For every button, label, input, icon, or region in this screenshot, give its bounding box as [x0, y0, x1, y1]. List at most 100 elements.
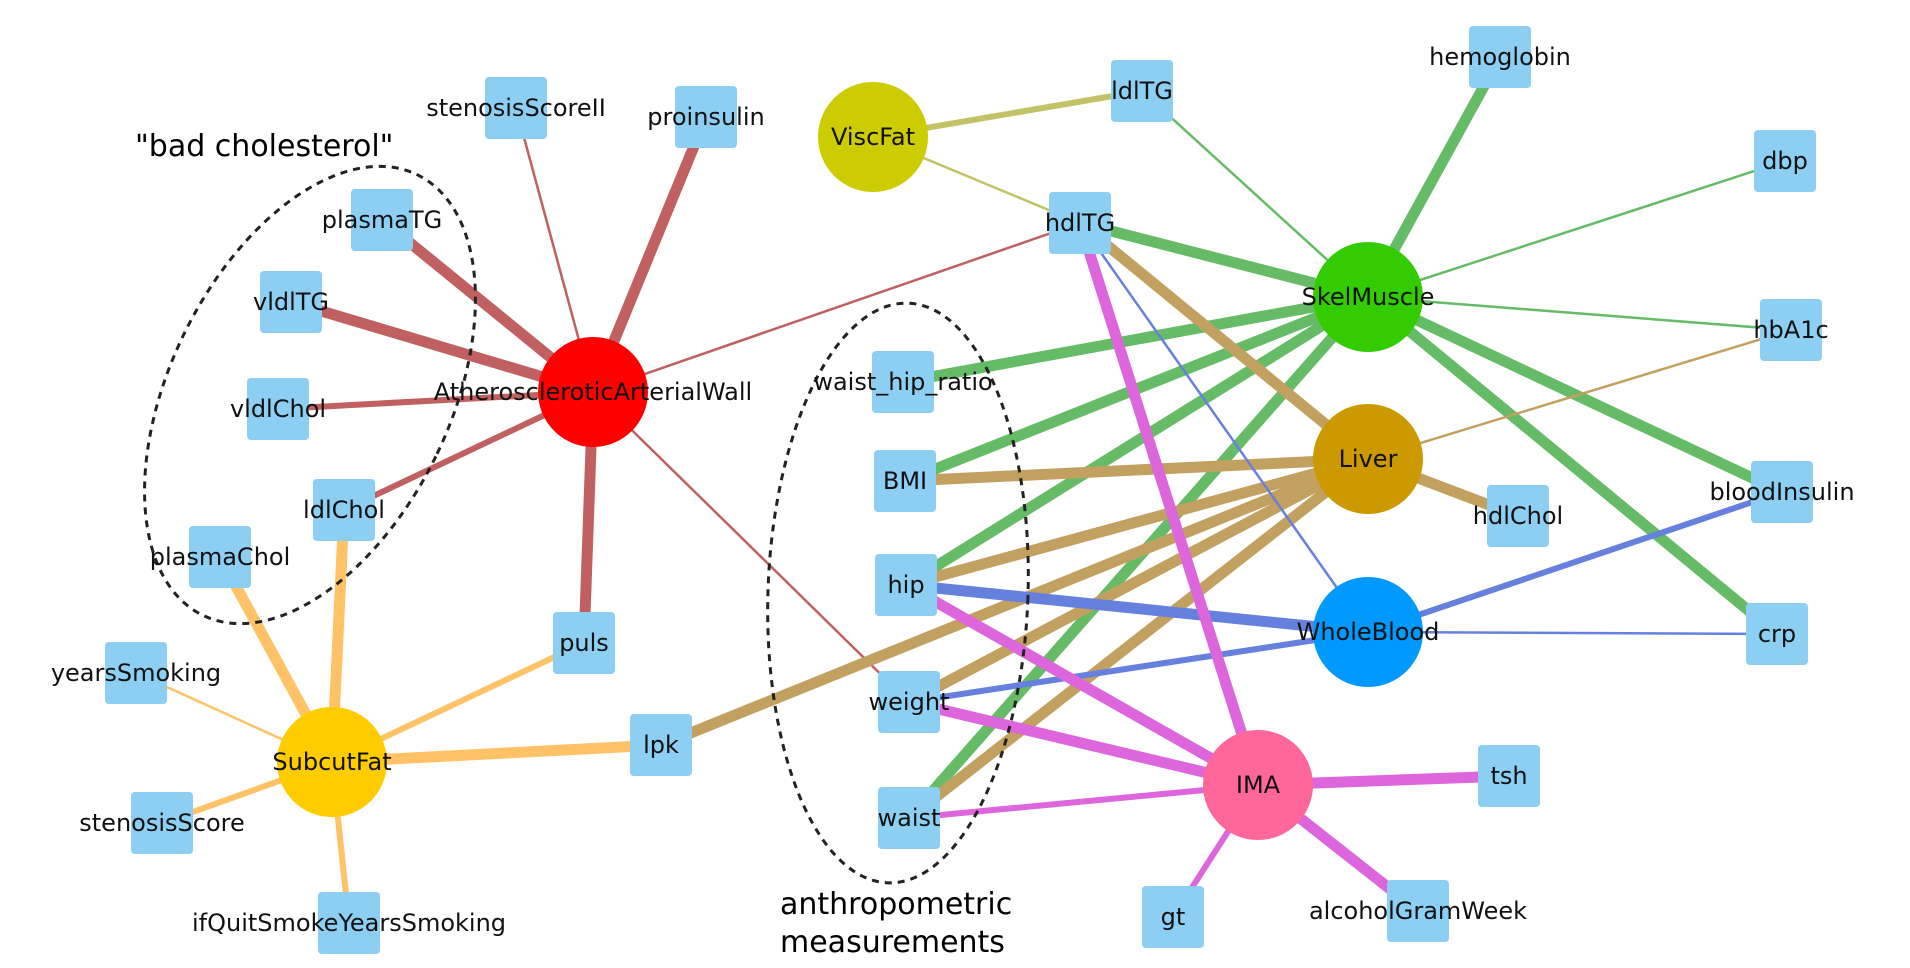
node-proinsulin[interactable]: proinsulin [647, 86, 765, 148]
node-ldl-tg[interactable]: ldlTG [1111, 60, 1173, 122]
tissue-circle[interactable] [1203, 730, 1313, 840]
measurement-box[interactable] [1469, 26, 1531, 88]
measurement-box[interactable] [247, 378, 309, 440]
measurement-box[interactable] [1746, 603, 1808, 665]
edge-liver-bmi [904, 453, 1369, 487]
measurement-box[interactable] [872, 351, 934, 413]
edge-whole-blood-crp [1367, 630, 1778, 636]
measurement-box[interactable] [630, 714, 692, 776]
measurement-box[interactable] [878, 671, 940, 733]
node-hdl-tg[interactable]: hdlTG [1045, 192, 1115, 254]
node-blood-insulin[interactable]: bloodInsulin [1709, 461, 1855, 523]
measurement-box[interactable] [260, 271, 322, 333]
edge-ima-hdl-tg [1074, 221, 1264, 787]
measurement-box[interactable] [131, 792, 193, 854]
measurement-box[interactable] [874, 450, 936, 512]
node-label: weight [869, 688, 950, 716]
measurement-box[interactable] [1487, 485, 1549, 547]
node-label: hdlChol [1473, 502, 1563, 530]
tissue-circle[interactable] [277, 707, 387, 817]
node-hdl-chol[interactable]: hdlChol [1473, 485, 1563, 547]
node-whole-blood[interactable]: WholeBlood [1297, 577, 1440, 687]
measurement-box[interactable] [1478, 745, 1540, 807]
node-label: tsh [1490, 762, 1527, 790]
measurement-box[interactable] [189, 526, 251, 588]
edge-skel-muscle-hip [903, 292, 1371, 590]
edge-ima-weight [907, 696, 1260, 791]
node-subcut-fat[interactable]: SubcutFat [272, 707, 392, 817]
measurement-box[interactable] [313, 479, 375, 541]
node-visc-fat[interactable]: ViscFat [818, 82, 928, 192]
node-weight[interactable]: weight [869, 671, 950, 733]
node-label: waist [878, 804, 941, 832]
node-stenosis-score[interactable]: stenosisScore [79, 792, 245, 854]
node-atherosclerotic-arterial-wall[interactable]: AtheroscleroticArterialWall [434, 337, 752, 447]
node-vldl-chol[interactable]: vldlChol [230, 378, 326, 440]
edge-atherosclerotic-arterial-wall-weight [592, 391, 910, 703]
measurement-box[interactable] [878, 787, 940, 849]
measurement-box[interactable] [1751, 461, 1813, 523]
node-label: ldlChol [303, 496, 385, 524]
edge-whole-blood-hip [905, 579, 1369, 638]
measurement-box[interactable] [1111, 60, 1173, 122]
node-gt[interactable]: gt [1142, 886, 1204, 948]
measurement-box[interactable] [875, 554, 937, 616]
tissue-circle[interactable] [1313, 242, 1423, 352]
measurement-box[interactable] [1142, 886, 1204, 948]
node-label: vldlChol [230, 395, 326, 423]
node-label: Liver [1339, 445, 1398, 473]
measurement-box[interactable] [1760, 299, 1822, 361]
node-if-quit-smoke-years-smoking[interactable]: ifQuitSmokeYearsSmoking [192, 892, 506, 954]
anthropometric-label-line1: anthropometric [780, 887, 1012, 922]
node-ldl-chol[interactable]: ldlChol [303, 479, 385, 541]
node-crp[interactable]: crp [1746, 603, 1808, 665]
measurement-box[interactable] [1049, 192, 1111, 254]
node-plasma-tg[interactable]: plasmaTG [322, 189, 442, 251]
edge-liver-lpk [658, 453, 1371, 751]
edge-whole-blood-hdl-tg [1078, 222, 1370, 633]
node-label: gt [1161, 903, 1186, 931]
node-stenosis-score-ii[interactable]: stenosisScoreII [426, 77, 606, 139]
measurement-box[interactable] [351, 189, 413, 251]
node-years-smoking[interactable]: yearsSmoking [51, 642, 221, 704]
node-plasma-chol[interactable]: plasmaChol [150, 526, 291, 588]
edge-liver-weight [906, 454, 1371, 707]
measurement-box[interactable] [553, 612, 615, 674]
node-waist-hip-ratio[interactable]: waist_hip_ratio [813, 351, 993, 413]
node-liver[interactable]: Liver [1313, 404, 1423, 514]
node-tsh[interactable]: tsh [1478, 745, 1540, 807]
node-label: hemoglobin [1429, 43, 1571, 71]
node-vldl-tg[interactable]: vldlTG [253, 271, 329, 333]
edge-atherosclerotic-arterial-wall-hdl-tg [592, 221, 1081, 394]
measurement-box[interactable] [485, 77, 547, 139]
tissue-circle[interactable] [538, 337, 648, 447]
node-lpk[interactable]: lpk [630, 714, 692, 776]
measurement-box[interactable] [1754, 130, 1816, 192]
node-ima[interactable]: IMA [1203, 730, 1313, 840]
node-waist[interactable]: waist [878, 787, 941, 849]
node-bmi[interactable]: BMI [874, 450, 936, 512]
edge-skel-muscle-waist-hip-ratio [902, 291, 1369, 388]
node-label: ViscFat [831, 123, 915, 151]
node-skel-muscle[interactable]: SkelMuscle [1302, 242, 1435, 352]
node-puls[interactable]: puls [553, 612, 615, 674]
node-hemoglobin[interactable]: hemoglobin [1429, 26, 1571, 88]
tissue-circle[interactable] [818, 82, 928, 192]
measurement-box[interactable] [105, 642, 167, 704]
anthropometric-label-line2: measurements [780, 925, 1005, 960]
measurement-box[interactable] [318, 892, 380, 954]
tissue-circle[interactable] [1313, 404, 1423, 514]
edge-liver-hdl-tg [1076, 218, 1372, 464]
node-label: waist_hip_ratio [813, 368, 992, 396]
node-hip[interactable]: hip [875, 554, 937, 616]
node-hb-a1c[interactable]: hbA1c [1753, 299, 1829, 361]
measurement-box[interactable] [1387, 880, 1449, 942]
node-alcohol-gram-week[interactable]: alcoholGramWeek [1309, 880, 1527, 942]
tissue-circle[interactable] [1313, 577, 1423, 687]
edge-skel-muscle-blood-insulin [1365, 292, 1785, 497]
measurement-box[interactable] [675, 86, 737, 148]
node-dbp[interactable]: dbp [1754, 130, 1816, 192]
node-label: lpk [643, 731, 679, 759]
annotations-layer: "bad cholesterol" anthropometric measure… [135, 129, 1030, 960]
node-label: stenosisScoreII [426, 94, 606, 122]
